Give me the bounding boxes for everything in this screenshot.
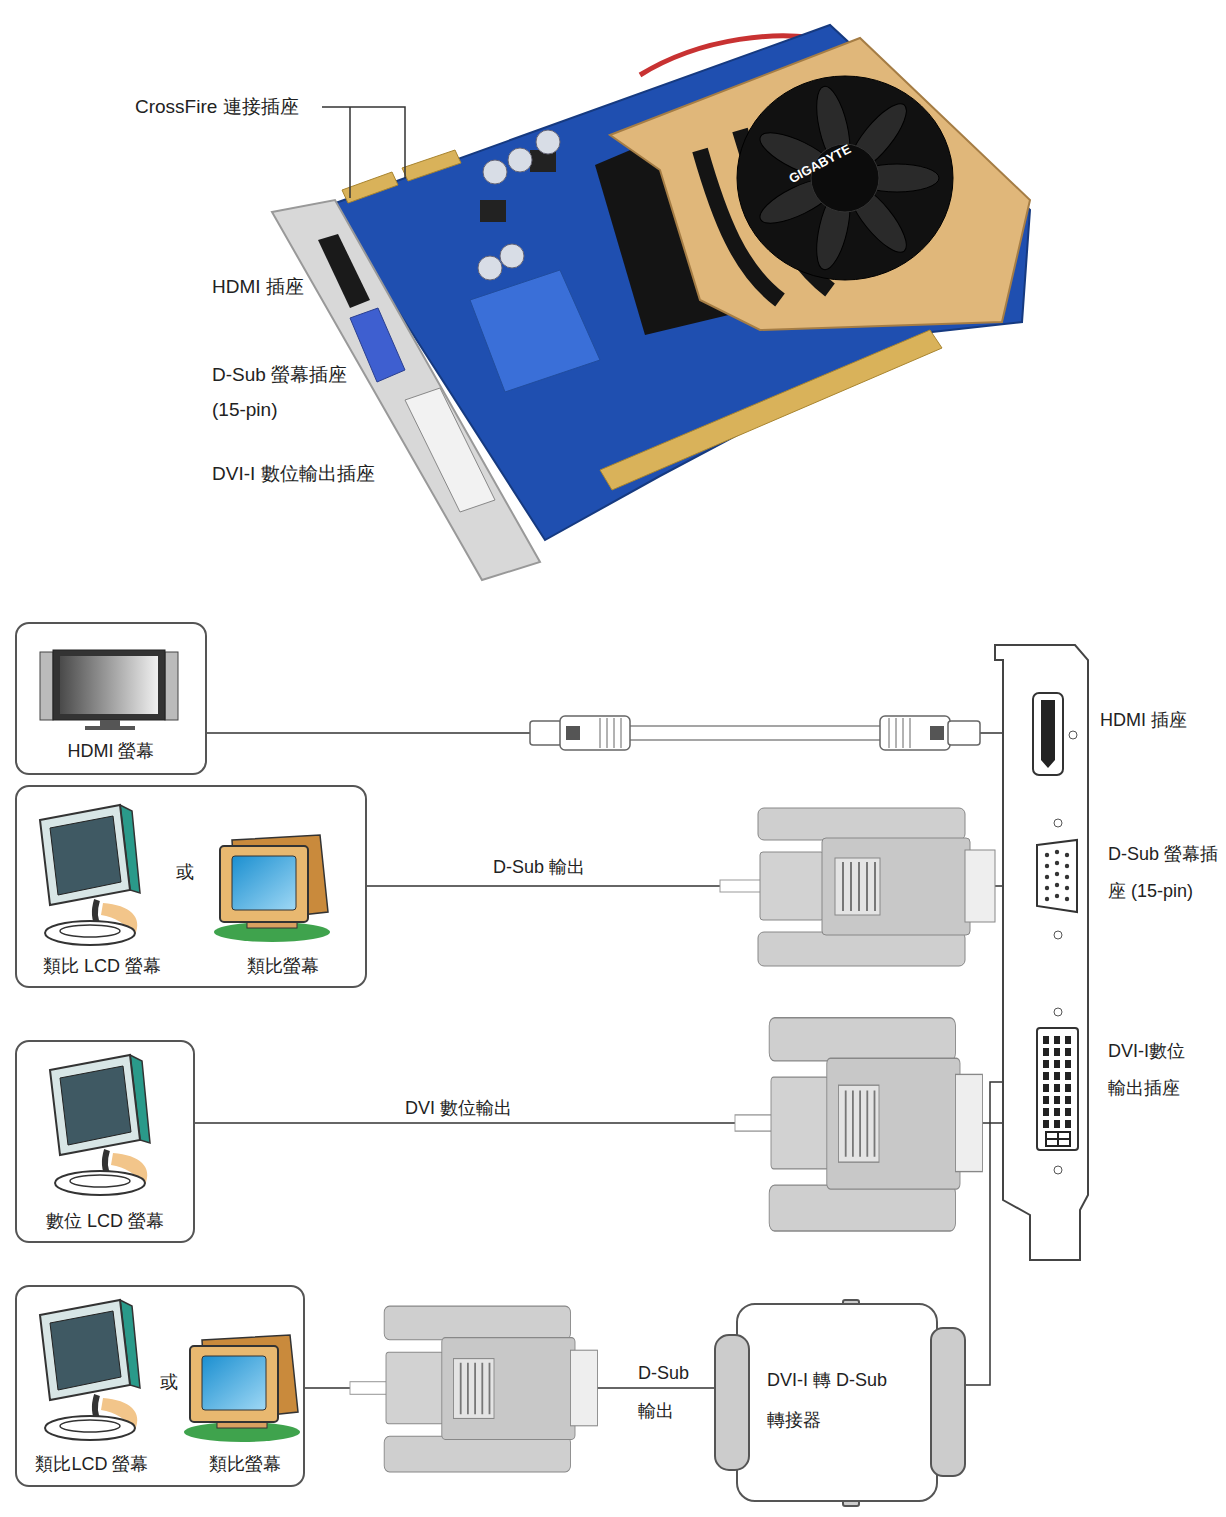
capacitor: [500, 244, 524, 268]
dsub-plug: [720, 808, 995, 966]
hdmi-plug-body: [880, 716, 950, 750]
grip-lines: [600, 718, 621, 748]
crt-monitor-icon: [184, 1335, 300, 1442]
port-callout: D-Sub 螢幕插座 (15-pin): [1035, 838, 1225, 914]
fan-blades: [754, 83, 939, 272]
bracket-screw: [1054, 819, 1062, 827]
node-text: 類比 LCD 螢幕: [17, 955, 187, 977]
dvi-plug: [735, 1018, 983, 1231]
node-text: 類比螢幕: [187, 1453, 303, 1475]
node-text: DVI-I 轉 D-Sub 轉接器: [767, 1360, 899, 1440]
node-text: 類比LCD 螢幕: [17, 1453, 167, 1475]
io-bracket: [272, 200, 540, 580]
hdmi-logo: [566, 726, 580, 740]
part-label: D-Sub 螢幕插座 (15-pin): [212, 357, 364, 427]
tv-speaker: [40, 652, 53, 720]
node-text: D-Sub 螢幕插座 (15-pin): [1108, 836, 1226, 910]
hdmi-socket-slot: [1041, 700, 1055, 768]
tv-stand: [100, 720, 120, 726]
adapter-end: [715, 1335, 749, 1470]
node-text: 或: [151, 1371, 187, 1393]
chip-area: [470, 270, 600, 392]
grip-lines: [889, 718, 910, 748]
hdmi-plug-head: [948, 721, 980, 745]
hdmi-logo: [930, 726, 944, 740]
tv-base: [85, 726, 135, 730]
bracket-screw: [1054, 1008, 1062, 1016]
hdmi-plug-head: [530, 721, 562, 745]
bracket-screw: [1054, 1166, 1062, 1174]
part-label: DVI-I 數位輸出插座: [212, 462, 452, 486]
monitor-box: 數位 LCD 螢幕: [15, 1040, 195, 1243]
dsub-pins: [1045, 850, 1069, 901]
hdmi-tv-icon: [40, 650, 178, 730]
cooler-shroud: [610, 38, 1030, 330]
cable: [628, 726, 882, 740]
leader-line: [349, 107, 351, 198]
port-callout: HDMI 插座: [1033, 693, 1223, 775]
hdmi-plug-body: [560, 716, 630, 750]
monitor-box: 類比 LCD 螢幕 或類比螢幕: [15, 785, 367, 988]
capacitor: [483, 160, 507, 184]
edge-label: D-Sub 輸出: [638, 1354, 694, 1430]
monitor-box: HDMI 螢幕: [15, 622, 207, 775]
monitor-box: 類比LCD 螢幕 或類比螢幕: [15, 1285, 305, 1487]
dvi-pins: [1043, 1036, 1071, 1128]
dsub-socket: [1037, 840, 1077, 912]
leader-line: [322, 107, 405, 178]
dsub-plug: [350, 1306, 598, 1472]
part-label: HDMI 插座: [212, 275, 352, 299]
tv-screen: [60, 656, 158, 714]
edge-label: D-Sub 輸出: [493, 855, 633, 879]
leader-lines: [322, 107, 405, 198]
edge-label: DVI 數位輸出: [405, 1096, 565, 1120]
bracket-screw: [1069, 731, 1077, 739]
card-bracket: [995, 645, 1088, 1260]
port-callout: DVI-I數位輸出插座: [1035, 1025, 1225, 1150]
tv-frame: [53, 650, 165, 720]
graphics-card: [272, 25, 1030, 580]
lcd-monitor-icon: [40, 805, 140, 945]
tv-speaker: [165, 652, 178, 720]
node-text: HDMI 插座: [1100, 709, 1220, 731]
adapter-outline: [715, 1300, 965, 1505]
crossfire-connector: [402, 150, 461, 181]
fan: [737, 76, 953, 280]
crt-monitor-icon: [214, 835, 330, 942]
adapter-box: DVI-I 轉 D-Sub 轉接器: [715, 1300, 965, 1505]
inductor: [480, 200, 506, 222]
lcd-monitor-icon: [40, 1300, 140, 1440]
brand-logo: GIGABYTE: [784, 118, 892, 191]
hdmi-cable: [530, 716, 980, 750]
dvi-port: [405, 388, 495, 512]
capacitor: [536, 130, 560, 154]
part-label: CrossFire 連接插座: [135, 95, 335, 119]
bracket-screw: [1054, 931, 1062, 939]
node-text: 類比螢幕: [203, 955, 363, 977]
node-text: HDMI 螢幕: [17, 740, 205, 762]
gold-fingers: [600, 330, 942, 490]
node-text: 或: [167, 861, 203, 883]
dvi-socket: [1037, 1028, 1078, 1150]
node-text: DVI-I數位輸出插座: [1108, 1033, 1192, 1107]
hdmi-port: [318, 234, 370, 308]
capacitor: [478, 256, 502, 280]
node-text: 數位 LCD 螢幕: [17, 1210, 193, 1232]
bracket-plate: [995, 645, 1088, 1260]
capacitor: [508, 148, 532, 172]
adapter-end: [931, 1328, 965, 1476]
hdmi-socket: [1033, 693, 1063, 775]
dsub-port: [350, 308, 405, 382]
dvi-analog-pins: [1046, 1132, 1070, 1146]
adapter-body: [737, 1304, 937, 1501]
lcd-monitor-icon: [50, 1055, 150, 1195]
